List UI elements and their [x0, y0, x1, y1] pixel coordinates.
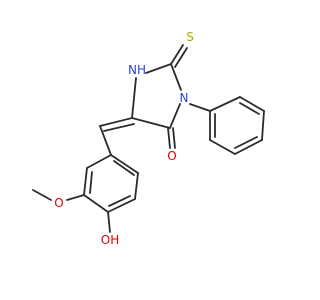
- bond-c5-ch-a: [99, 117, 133, 127]
- atom-label-carbonyl-oxygen: O: [167, 149, 176, 163]
- bond-ph-2: [239, 96, 265, 112]
- molecule-structure: S NH N O O OH: [32, 30, 265, 247]
- bond-ph-5: [209, 139, 236, 155]
- atom-label-nh: NH: [128, 63, 146, 77]
- bonds: [32, 44, 265, 233]
- bond-vr-1d: [113, 160, 135, 176]
- bond-c4-o-b: [172, 127, 176, 149]
- bond-ph-4: [234, 139, 263, 155]
- atom-labels: S NH N O O OH: [54, 30, 194, 247]
- atom-label-sulfur: S: [186, 30, 194, 44]
- bond-c2-nh: [145, 63, 172, 74]
- bond-c2-s-a: [170, 44, 184, 65]
- bond-vr-3: [107, 198, 136, 213]
- bond-ar-oh: [107, 211, 111, 233]
- bond-o-me: [32, 189, 52, 201]
- bond-c2-s-b: [174, 47, 188, 68]
- bond-vr-4: [83, 194, 109, 213]
- bond-c5-c4: [131, 117, 171, 129]
- bond-c2-n3: [170, 63, 182, 91]
- bond-ch-ar: [99, 125, 112, 156]
- bond-nh-c5: [131, 77, 137, 119]
- bond-ar-ome: [66, 194, 85, 201]
- bond-ph-2d: [239, 102, 260, 115]
- bond-vr-3d: [108, 195, 131, 207]
- bond-vr-2: [134, 172, 139, 200]
- atom-label-hydroxyl: OH: [101, 233, 119, 247]
- bond-ph-4d: [234, 136, 258, 149]
- atom-label-methoxy-oxygen: O: [54, 196, 63, 210]
- bond-vr-6: [86, 154, 112, 169]
- bond-vr-5d: [89, 171, 93, 194]
- bond-vr-5: [83, 167, 88, 196]
- bond-ph-3: [261, 110, 265, 141]
- bond-n3-ph: [189, 103, 211, 112]
- atom-label-nitrogen: N: [180, 91, 189, 105]
- bond-c4-n3: [169, 103, 181, 129]
- bond-ph-1: [209, 96, 241, 112]
- bond-vr-1: [110, 154, 139, 174]
- bond-c4-o-a: [167, 127, 171, 149]
- bond-c5-ch-b: [103, 123, 135, 132]
